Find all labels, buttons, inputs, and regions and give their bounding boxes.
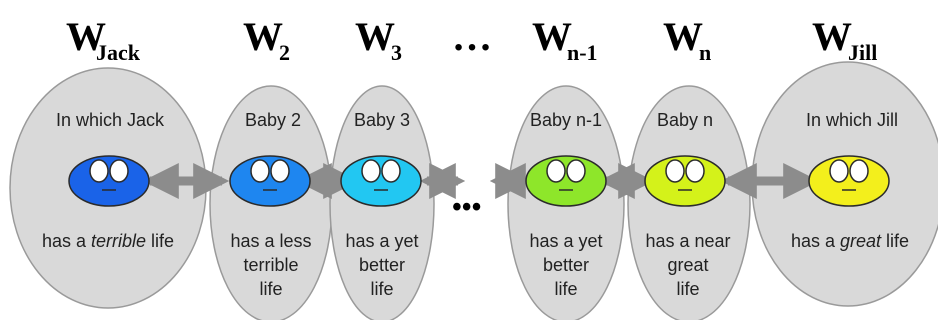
caption-top-n: Baby n	[657, 110, 713, 130]
caption-bottom-jill-emphasis: great	[840, 231, 882, 251]
caption-bottom-n-line-3: life	[676, 279, 699, 299]
world-bubbles	[9, 61, 938, 320]
face-eye	[685, 159, 705, 183]
face-eye	[665, 159, 685, 183]
caption-bottom-2-line-2: terrible	[243, 255, 298, 275]
caption-bottom-jack-emphasis: terrible	[91, 231, 146, 251]
caption-bottom-jack: has a terrible life	[42, 231, 174, 251]
caption-top-2: Baby 2	[245, 110, 301, 130]
face-head	[644, 155, 726, 207]
caption-bottom-n-1-line-2: better	[543, 255, 589, 275]
w-subscript: Jack	[96, 40, 141, 65]
face-eye	[566, 159, 586, 183]
face-icon-w2	[229, 155, 311, 207]
caption-top-3: Baby 3	[354, 110, 410, 130]
face-eye	[89, 159, 109, 183]
label-w-n: W n	[663, 14, 711, 65]
face-icon-jack	[68, 155, 150, 207]
ellipsis-middle: •••	[452, 192, 481, 223]
caption-bottom-3-line-1: has a yet	[345, 231, 418, 251]
caption-bottom-3-line-2: better	[359, 255, 405, 275]
w-subscript: n	[699, 40, 711, 65]
caption-bottom-n-line-2: great	[667, 255, 708, 275]
caption-bottom-jill-part: life	[881, 231, 909, 251]
caption-bottom-2-line-3: life	[259, 279, 282, 299]
face-eye	[270, 159, 290, 183]
face-icon-jill	[808, 155, 890, 207]
face-head	[340, 155, 422, 207]
caption-top-jill: In which Jill	[806, 110, 898, 130]
caption-bottom-n-line-1: has a near	[645, 231, 730, 251]
w-subscript: 2	[279, 40, 290, 65]
caption-top-jack: In which Jack	[56, 110, 165, 130]
face-eye	[109, 159, 129, 183]
face-eye	[250, 159, 270, 183]
faces	[68, 155, 890, 207]
caption-bottom-jill-part: has a	[791, 231, 840, 251]
caption-bottom-jack-part: life	[146, 231, 174, 251]
face-eye	[381, 159, 401, 183]
w-subscript: 3	[391, 40, 402, 65]
caption-bottom-jack-part: has a	[42, 231, 91, 251]
face-eye	[361, 159, 381, 183]
caption-bottom-2-line-1: has a less	[230, 231, 311, 251]
face-head	[808, 155, 890, 207]
w-letter: W	[243, 14, 283, 59]
caption-bottom-n-1-line-1: has a yet	[529, 231, 602, 251]
face-icon-w3	[340, 155, 422, 207]
label-w-2: W 2	[243, 14, 290, 65]
face-head	[525, 155, 607, 207]
ellipsis-top: …	[452, 14, 492, 59]
w-subscript: n-1	[567, 40, 598, 65]
label-w-jack: W Jack	[66, 14, 141, 65]
face-eye	[546, 159, 566, 183]
face-icon-wn	[644, 155, 726, 207]
caption-bottom-jill: has a great life	[791, 231, 909, 251]
label-w-jill: W Jill	[812, 14, 877, 65]
caption-top-n-1: Baby n-1	[530, 110, 602, 130]
face-head	[229, 155, 311, 207]
w-letter: W	[532, 14, 572, 59]
label-w-3: W 3	[355, 14, 402, 65]
caption-bottom-n-1-line-3: life	[554, 279, 577, 299]
label-w-n-1: W n-1	[532, 14, 598, 65]
caption-bottom-3-line-3: life	[370, 279, 393, 299]
face-head	[68, 155, 150, 207]
face-icon-wn1	[525, 155, 607, 207]
face-eye	[829, 159, 849, 183]
w-letter: W	[663, 14, 703, 59]
w-letter: W	[812, 14, 852, 59]
w-subscript: Jill	[848, 40, 877, 65]
w-letter: W	[66, 14, 106, 59]
w-letter: W	[355, 14, 395, 59]
face-eye	[849, 159, 869, 183]
